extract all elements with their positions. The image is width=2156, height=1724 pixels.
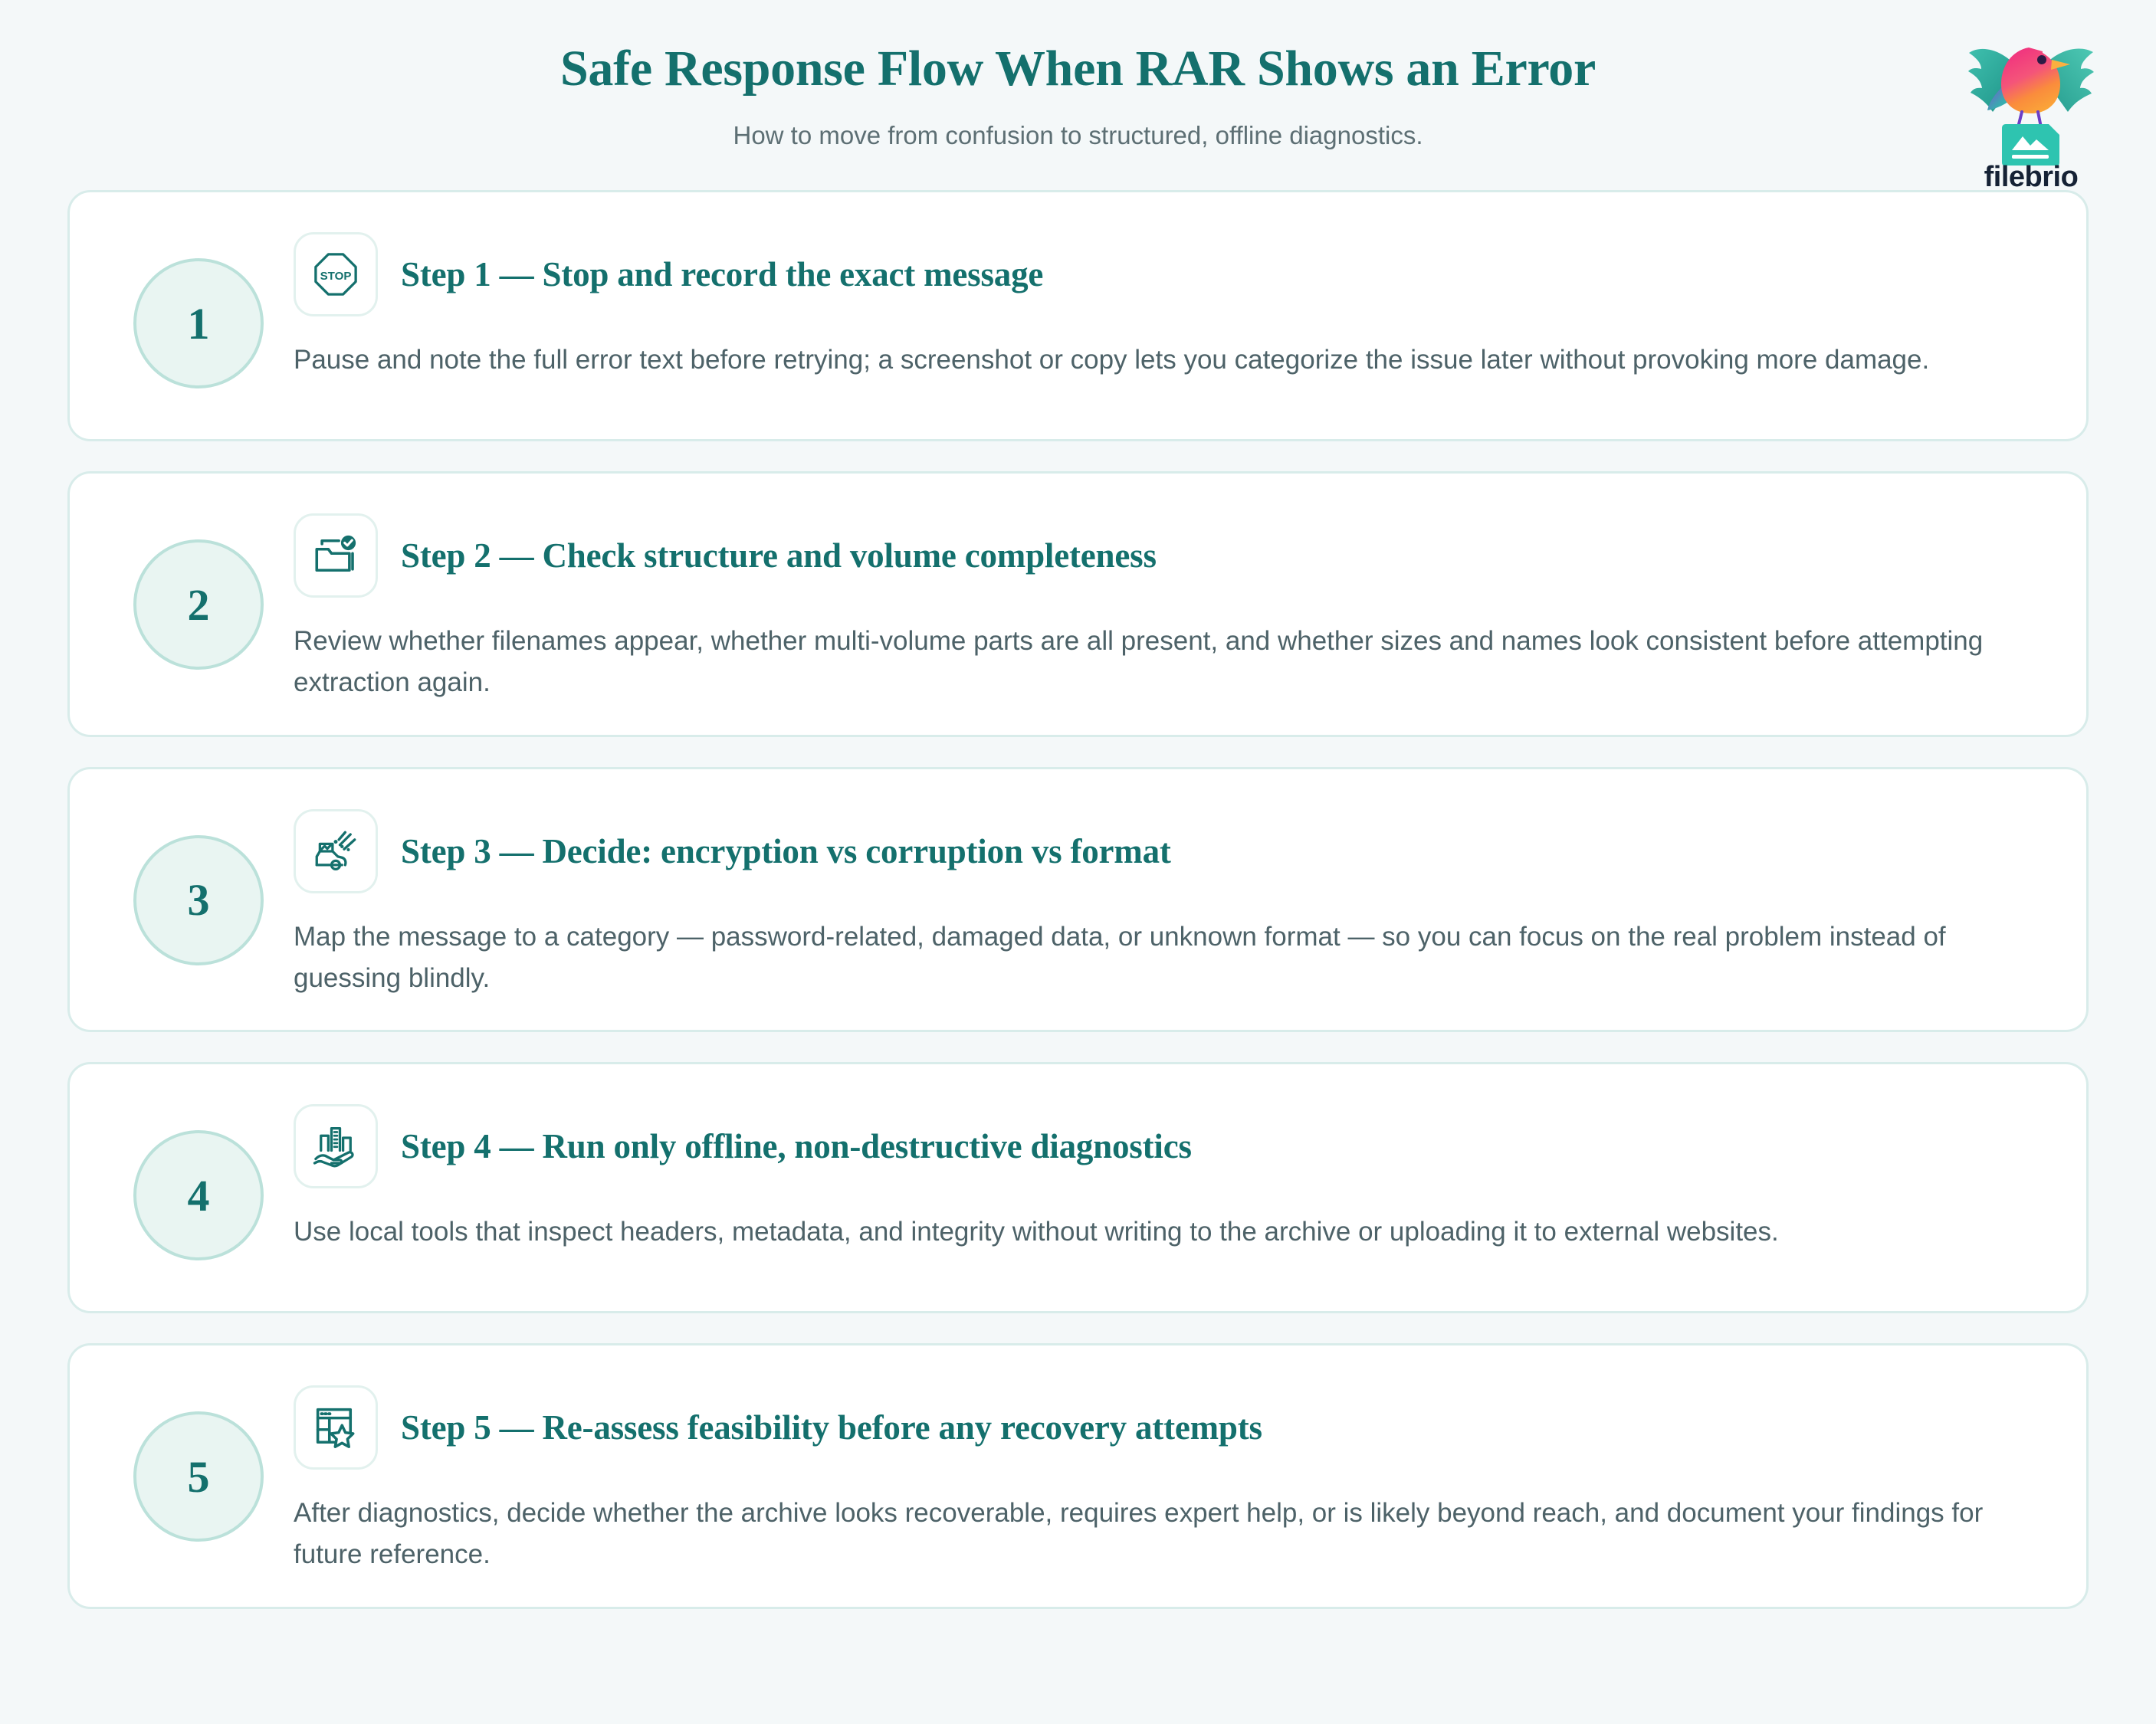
- step-number-wrap: 1: [103, 218, 294, 388]
- step-card: 1 STOP Step 1 — Stop and record the exac…: [67, 190, 2089, 441]
- step-number-badge: 2: [133, 539, 264, 670]
- step-number-wrap: 3: [103, 795, 294, 965]
- step-body: Step 5 — Re-assess feasibility before an…: [294, 1372, 2053, 1576]
- filebrio-bird-logo-icon: [1968, 48, 2094, 166]
- brand-name: filebrio: [1984, 161, 2079, 193]
- step-icon-container: [294, 1385, 378, 1470]
- step-icon-container: [294, 808, 378, 893]
- step-icon-container: [294, 1104, 378, 1188]
- steps-list: 1 STOP Step 1 — Stop and record the exac…: [0, 190, 2156, 1609]
- brand-logo: filebrio: [1958, 28, 2104, 194]
- step-head: Step 5 — Re-assess feasibility before an…: [294, 1385, 2053, 1470]
- step-body: Step 3 — Decide: encryption vs corruptio…: [294, 795, 2053, 1000]
- step-number-wrap: 2: [103, 500, 294, 670]
- step-number-badge: 5: [133, 1411, 264, 1542]
- step-number-badge: 3: [133, 834, 264, 965]
- step-number-wrap: 4: [103, 1090, 294, 1260]
- step-head: STOP Step 1 — Stop and record the exact …: [294, 232, 2053, 316]
- step-title: Step 3 — Decide: encryption vs corruptio…: [401, 831, 1171, 870]
- svg-text:STOP: STOP: [320, 270, 352, 283]
- step-title: Step 4 — Run only offline, non-destructi…: [401, 1127, 1192, 1165]
- page-header: Safe Response Flow When RAR Shows an Err…: [0, 0, 2156, 193]
- step-head: Step 2 — Check structure and volume comp…: [294, 513, 2053, 598]
- step-body: Step 2 — Check structure and volume comp…: [294, 500, 2053, 704]
- step-description: Map the message to a category — password…: [294, 921, 1946, 993]
- window-star-icon: [316, 1408, 355, 1448]
- step-title: Step 2 — Check structure and volume comp…: [401, 536, 1157, 575]
- step-card: 5 Step 5 — Re-assess feasibil: [67, 1343, 2089, 1609]
- step-card: 4 Step 4 — Run only offline,: [67, 1062, 2089, 1313]
- step-title: Step 1 — Stop and record the exact messa…: [401, 255, 1044, 293]
- car-impact-icon: [315, 831, 356, 870]
- step-description: Pause and note the full error text befor…: [294, 345, 1930, 375]
- step-icon-container: [294, 513, 378, 598]
- step-head: Step 4 — Run only offline, non-destructi…: [294, 1104, 2053, 1188]
- step-description: Review whether filenames appear, whether…: [294, 626, 1984, 698]
- step-description: After diagnostics, decide whether the ar…: [294, 1498, 1984, 1570]
- stop-sign-icon: STOP: [314, 253, 357, 296]
- step-description: Use local tools that inspect headers, me…: [294, 1217, 1779, 1247]
- page-subtitle: How to move from confusion to structured…: [733, 120, 1423, 149]
- step-head: Step 3 — Decide: encryption vs corruptio…: [294, 808, 2053, 893]
- hand-holding-buildings-icon: [313, 1126, 354, 1168]
- step-icon-container: STOP: [294, 232, 378, 316]
- header-text-block: Safe Response Flow When RAR Shows an Err…: [109, 40, 2048, 150]
- folder-check-icon: [315, 535, 356, 572]
- step-title: Step 5 — Re-assess feasibility before an…: [401, 1408, 1262, 1447]
- step-card: 2 Step 2 — Check structure and volume co…: [67, 471, 2089, 737]
- step-body: Step 4 — Run only offline, non-destructi…: [294, 1090, 2053, 1253]
- step-body: STOP Step 1 — Stop and record the exact …: [294, 218, 2053, 381]
- step-number-wrap: 5: [103, 1372, 294, 1542]
- page-title: Safe Response Flow When RAR Shows an Err…: [560, 41, 1596, 97]
- step-number-badge: 4: [133, 1130, 264, 1260]
- step-number-badge: 1: [133, 258, 264, 388]
- step-card: 3: [67, 766, 2089, 1032]
